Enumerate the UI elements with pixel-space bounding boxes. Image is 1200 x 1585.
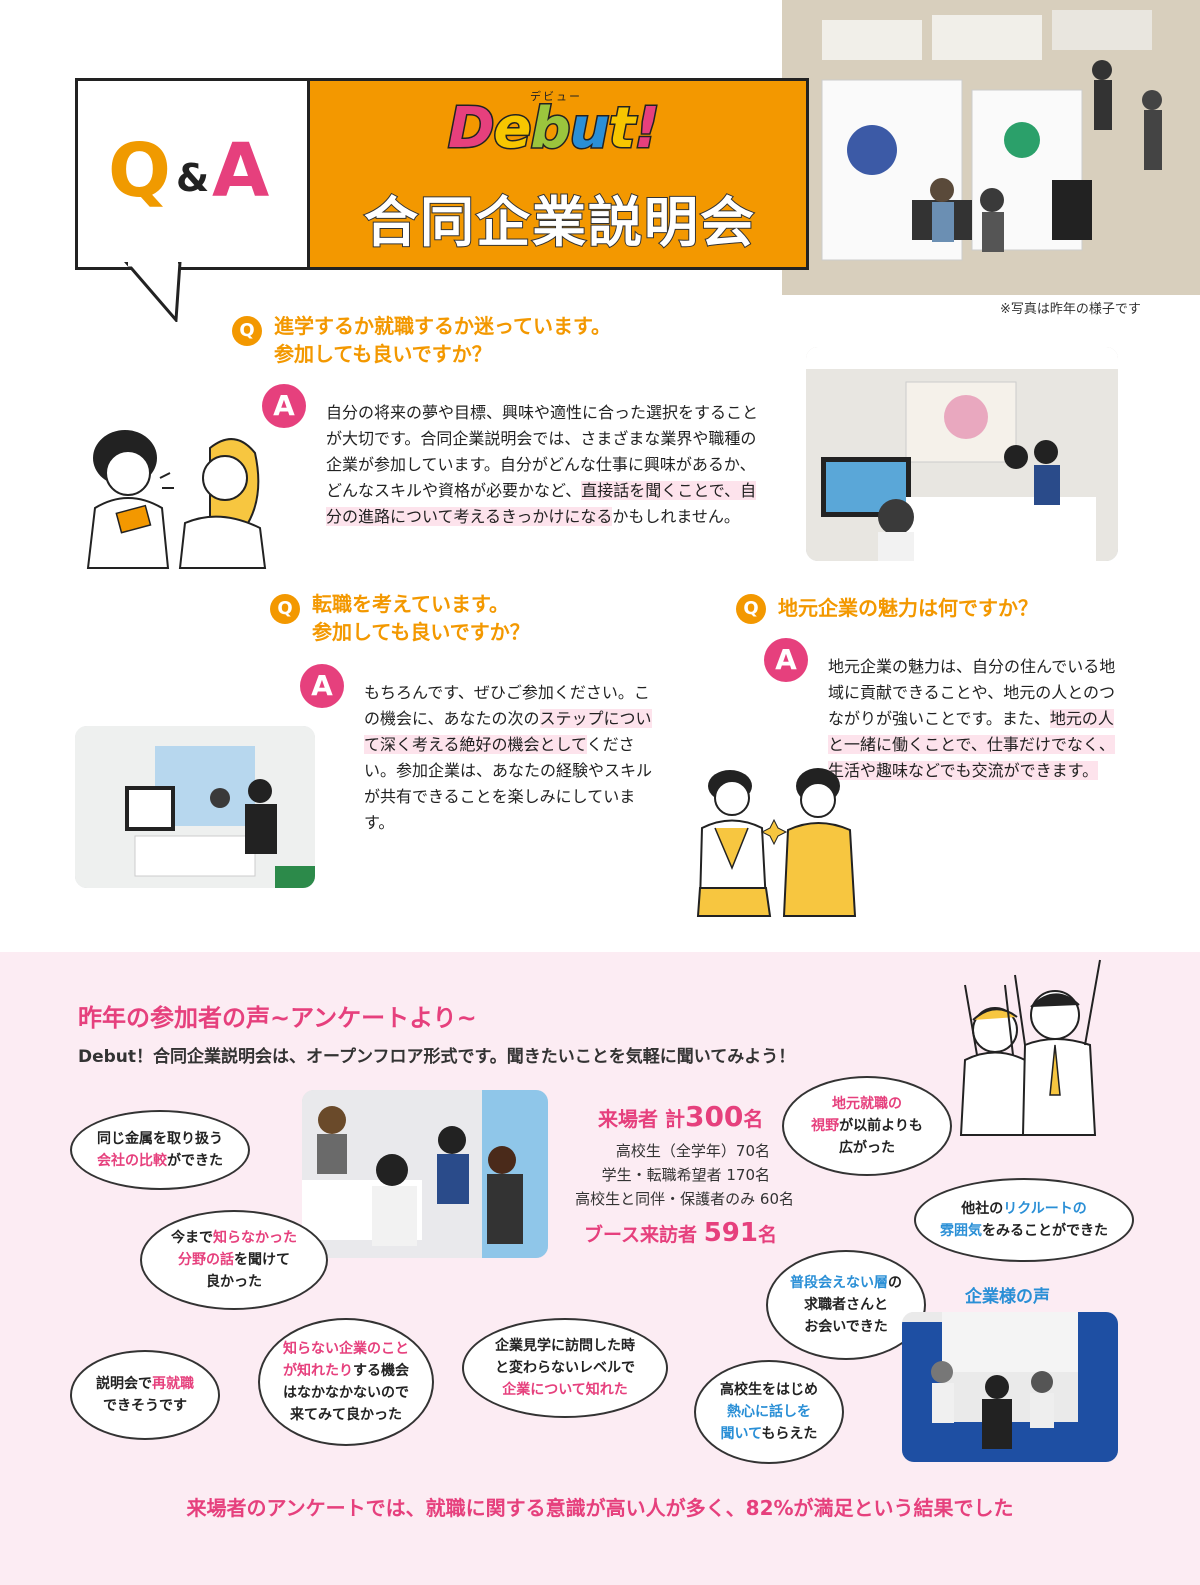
voice-bubble: 知らない企業のこと が知れたりする機会 はなかなかないので 来てみて良かった	[258, 1318, 434, 1446]
booth-photo-2	[75, 726, 315, 888]
debut-ruby: デビュー	[530, 90, 582, 103]
bubble-text: が以前よりも 広がった	[838, 1118, 923, 1156]
debut-logo: D e b u t !	[446, 95, 661, 163]
bubble-text: 説明会で	[96, 1376, 152, 1392]
visitors-unit: 名	[743, 1107, 764, 1131]
bubble-highlight: 知らない企業のこと が知れたり	[283, 1341, 409, 1379]
bubble-highlight: 地元就職の 視野	[811, 1096, 902, 1134]
voices-subtitle: Debut！合同企業説明会は、オープンフロア形式です。聞きたいことを気軽に聞いて…	[78, 1047, 796, 1067]
q-icon: Q	[232, 316, 262, 346]
answer-text: ください。参加企業は、あなたの経験やスキルが共有できることを楽しみにしています。	[364, 735, 653, 832]
bubble-text: する機会 はなかなかないので 来てみて良かった	[283, 1363, 409, 1423]
bubble-text: 今まで	[171, 1230, 213, 1246]
company-voice-bubble: 他社のリクルートの 雰囲気をみることができた	[914, 1178, 1134, 1262]
visitors-total: 来場者 計300名	[598, 1100, 763, 1133]
voice-bubble: 企業見学に訪問した時 と変わらないレベルで 企業について知れた	[462, 1318, 668, 1418]
a-icon: A	[262, 384, 306, 428]
bubble-text: 高校生をはじめ	[720, 1382, 818, 1398]
answer-3: 地元企業の魅力は、自分の住んでいる地域に貢献できることや、地元の人とのつながりが…	[828, 654, 1118, 784]
booth-unit: 名	[757, 1224, 777, 1246]
debut-letter: b	[529, 95, 572, 163]
bubble-text: をみることができた	[982, 1223, 1108, 1239]
answer-text: 地元企業の魅力は、自分の住んでいる地域に貢献できることや、地元の人とのつながりが…	[828, 657, 1116, 728]
voices-title: 昨年の参加者の声~アンケートより~	[78, 1004, 477, 1032]
bubble-highlight: リクルートの 雰囲気	[940, 1201, 1087, 1239]
two-women-illustration	[696, 768, 857, 917]
bubble-text: の 求職者さんと お会いできた	[804, 1275, 902, 1335]
qa-logo-q: Q	[108, 128, 171, 214]
bubble-text: 同じ金属を取り扱う	[97, 1131, 223, 1147]
bubble-highlight: 知らなかった 分野の話	[178, 1230, 297, 1268]
speech-bubble-tail	[124, 262, 182, 322]
booth-value: 591	[703, 1218, 758, 1248]
bubble-highlight: 企業について知れた	[502, 1382, 628, 1398]
visitors-value: 300	[684, 1100, 744, 1133]
booth-visitors: ブース来訪者 591名	[584, 1218, 777, 1248]
question-1: 進学するか就職するか迷っています。 参加しても良いですか？	[274, 314, 611, 366]
answer-text: もちろんです、ぜひご参加ください。この機会に、あなたの次の	[364, 683, 650, 728]
bubble-text: 企業見学に訪問した時 と変わらないレベルで	[495, 1338, 635, 1376]
voice-bubble: 今まで知らなかった 分野の話を聞けて 良かった	[140, 1210, 328, 1310]
booth-photo-1	[806, 347, 1118, 561]
a-icon: A	[764, 638, 808, 682]
company-booth-photo	[902, 1312, 1118, 1462]
event-photo-3	[302, 1090, 548, 1258]
answer-text: かもしれません。	[612, 507, 740, 526]
voice-bubble: 同じ金属を取り扱う 会社の比較ができた	[70, 1110, 250, 1190]
cheering-men-illustration	[959, 959, 1101, 1136]
bubble-highlight: 熱心に話しを 聞いて	[720, 1404, 811, 1442]
voice-bubble: 説明会で再就職 できそうです	[70, 1350, 220, 1440]
visitor-breakdown: 高校生（全学年）70名	[615, 1142, 770, 1160]
q-icon: Q	[736, 594, 766, 624]
survey-summary: 来場者のアンケートでは、就職に関する意識が高い人が多く、82%が満足という結果で…	[186, 1496, 1014, 1520]
company-voice-bubble: 普段会えない層の 求職者さんと お会いできた	[766, 1250, 926, 1360]
visitor-breakdown: 高校生と同伴・保護者のみ 60名	[575, 1190, 794, 1208]
voice-bubble: 地元就職の 視野が以前よりも 広がった	[782, 1076, 952, 1176]
page-title: 合同企業説明会	[363, 190, 756, 255]
q-icon: Q	[270, 594, 300, 624]
booth-label: ブース来訪者	[584, 1224, 698, 1246]
exhibition-photo-top	[782, 0, 1200, 295]
bubble-text: できそうです	[103, 1398, 187, 1414]
bubble-text: を聞けて 良かった	[206, 1252, 290, 1290]
debut-letter: e	[492, 95, 533, 163]
bubble-highlight: 再就職	[152, 1376, 194, 1392]
question-2: 転職を考えています。 参加しても良いですか？	[312, 592, 530, 644]
photo-caption: ※写真は昨年の様子です	[1000, 302, 1141, 317]
visitor-breakdown: 学生・転職希望者 170名	[601, 1166, 770, 1184]
question-3: 地元企業の魅力は何ですか？	[778, 596, 1038, 620]
bubble-text: 他社の	[961, 1201, 1004, 1217]
debut-letter: t	[607, 95, 637, 163]
qa-logo-a: A	[212, 128, 270, 214]
company-voice-bubble: 高校生をはじめ 熱心に話しを 聞いてもらえた	[694, 1360, 844, 1464]
bubble-text: ができた	[167, 1153, 223, 1169]
visitors-label: 来場者 計	[598, 1107, 685, 1131]
debut-letter: D	[446, 95, 496, 163]
a-icon: A	[300, 664, 344, 708]
qa-logo-amp: &	[176, 156, 210, 200]
consultation-illustration	[86, 430, 267, 569]
bubble-highlight: 普段会えない層	[790, 1275, 888, 1291]
answer-2: もちろんです、ぜひご参加ください。この機会に、あなたの次のステップについて深く考…	[364, 680, 660, 836]
answer-text: 自分の将来の夢や目標、興味や適性に合った選択をすることが大切です。合同企業説明会…	[326, 403, 759, 500]
title-panel	[307, 78, 809, 270]
company-voice-title: 企業様の声	[965, 1287, 1050, 1307]
debut-letter: !	[633, 95, 661, 163]
debut-letter: u	[568, 95, 611, 163]
bubble-highlight: 会社の比較	[97, 1153, 167, 1169]
answer-1: 自分の将来の夢や目標、興味や適性に合った選択をすることが大切です。合同企業説明会…	[326, 400, 762, 530]
bubble-text: もらえた	[761, 1426, 818, 1442]
